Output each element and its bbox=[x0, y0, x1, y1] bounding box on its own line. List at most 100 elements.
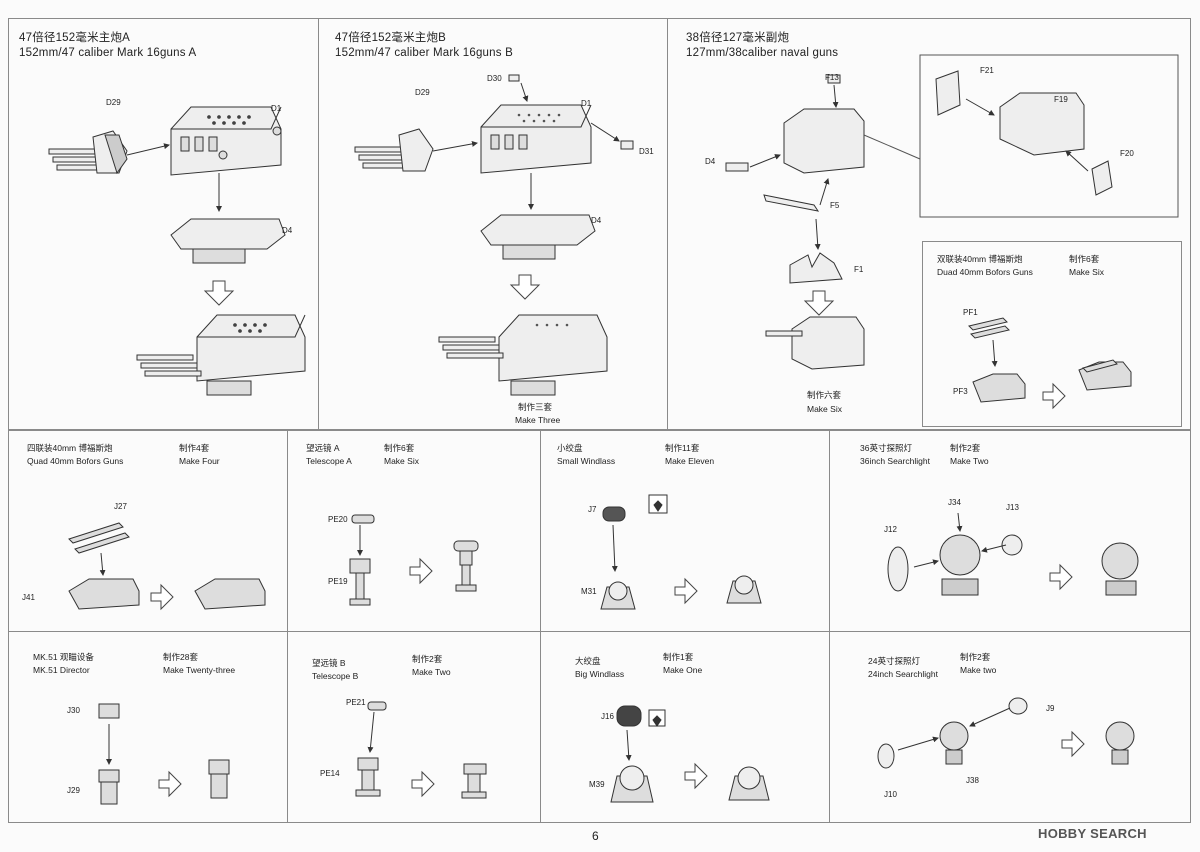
panel-quad-bofors: 四联装40mm 博福斯炮 Quad 40mm Bofors Guns 制作4套 … bbox=[8, 430, 288, 632]
panel-title-en: 127mm/38caliber naval guns bbox=[686, 47, 839, 59]
panel-title-cn: 36英寸探照灯 bbox=[860, 443, 912, 453]
quantity-cn: 制作6套 bbox=[1069, 254, 1100, 264]
part-label-j16: J16 bbox=[601, 712, 614, 721]
mk51-director-diagram bbox=[98, 703, 230, 805]
quantity-cn: 制作1套 bbox=[663, 652, 694, 662]
part-label-d1: D1 bbox=[271, 104, 282, 113]
24inch-searchlight-diagram bbox=[877, 697, 1135, 769]
duad-bofors-diagram bbox=[968, 317, 1132, 410]
quantity-cn: 制作2套 bbox=[960, 652, 991, 662]
panel-telescope-b: 望远镜 B Telescope B 制作2套 Make Two PE21 PE1… bbox=[287, 631, 541, 823]
part-label-pe14: PE14 bbox=[320, 769, 340, 778]
panel-title-en: Telescope B bbox=[312, 671, 359, 681]
part-label-f19: F19 bbox=[1054, 95, 1068, 104]
panel-duad-bofors: 双联装40mm 博福斯炮 Duad 40mm Bofors Guns 制作6套 … bbox=[922, 241, 1182, 427]
quantity-cn: 制作11套 bbox=[665, 443, 700, 453]
part-label-pe20: PE20 bbox=[328, 515, 348, 524]
quantity-en: Make Two bbox=[950, 456, 989, 466]
panel-small-windlass: 小绞盘 Small Windlass 制作11套 Make Eleven J7 … bbox=[540, 430, 830, 632]
panel-title-cn: 望远镜 A bbox=[306, 443, 340, 453]
panel-title-cn: 大绞盘 bbox=[575, 656, 601, 666]
panel-title-cn: 小绞盘 bbox=[557, 443, 583, 453]
panel-title-en: Quad 40mm Bofors Guns bbox=[27, 456, 124, 466]
panel-title-en: Big Windlass bbox=[575, 669, 625, 679]
quantity-cn: 制作4套 bbox=[179, 443, 210, 453]
part-label-j30: J30 bbox=[67, 706, 80, 715]
part-label-j12: J12 bbox=[884, 525, 897, 534]
part-label-m39: M39 bbox=[589, 780, 605, 789]
part-label-j9: J9 bbox=[1046, 704, 1055, 713]
part-label-j10: J10 bbox=[884, 790, 897, 799]
naval-gun-assembly-diagram bbox=[725, 54, 1179, 370]
small-windlass-diagram bbox=[600, 494, 762, 610]
part-label-f1: F1 bbox=[854, 265, 864, 274]
panel-title-cn: 47倍径152毫米主炮A bbox=[19, 32, 131, 44]
quantity-en: Make Six bbox=[1069, 267, 1104, 277]
part-label-j34: J34 bbox=[948, 498, 961, 507]
part-label-f5: F5 bbox=[830, 201, 840, 210]
watermark: HOBBY SEARCH bbox=[1038, 826, 1147, 841]
quantity-en: Make One bbox=[663, 665, 703, 675]
panel-title-cn: 望远镜 B bbox=[312, 658, 346, 668]
panel-title-cn: 38倍径127毫米副炮 bbox=[686, 32, 790, 44]
part-label-j41: J41 bbox=[22, 593, 35, 602]
telescope-a-diagram bbox=[349, 514, 479, 606]
part-label-d4: D4 bbox=[705, 157, 716, 166]
panel-title-en: Telescope A bbox=[306, 456, 352, 466]
panel-title-en: 152mm/47 caliber Mark 16guns B bbox=[335, 47, 513, 59]
quantity-en: Make Two bbox=[412, 667, 451, 677]
quantity-cn: 制作6套 bbox=[384, 443, 415, 453]
panel-title-en: Duad 40mm Bofors Guns bbox=[937, 267, 1033, 277]
page-number: 6 bbox=[592, 829, 599, 843]
quantity-cn: 制作2套 bbox=[950, 443, 981, 453]
part-label-f13: F13 bbox=[825, 73, 839, 82]
part-label-pe19: PE19 bbox=[328, 577, 348, 586]
36inch-searchlight-diagram bbox=[887, 512, 1139, 596]
panel-title-en: Small Windlass bbox=[557, 456, 616, 466]
quantity-cn: 制作三套 bbox=[518, 402, 553, 412]
part-label-j13: J13 bbox=[1006, 503, 1019, 512]
part-label-d4: D4 bbox=[591, 216, 602, 225]
quantity-en: Make two bbox=[960, 665, 997, 675]
part-label-d1: D1 bbox=[581, 99, 592, 108]
part-label-d4: D4 bbox=[282, 226, 293, 235]
panel-mk51-director: MK.51 观瞄设备 MK.51 Director 制作28套 Make Twe… bbox=[8, 631, 288, 823]
panel-24inch-searchlight: 24英寸探照灯 24inch Searchlight 制作2套 Make two… bbox=[829, 631, 1191, 823]
part-label-j27: J27 bbox=[114, 502, 127, 511]
panel-152mm-gun-b: 47倍径152毫米主炮B 152mm/47 caliber Mark 16gun… bbox=[318, 18, 668, 430]
part-label-d31: D31 bbox=[639, 147, 654, 156]
gun-b-assembly-diagram bbox=[354, 74, 634, 396]
part-label-f20: F20 bbox=[1120, 149, 1134, 158]
panel-title-cn: 双联装40mm 博福斯炮 bbox=[937, 254, 1023, 264]
gun-a-assembly-diagram bbox=[48, 106, 306, 396]
part-label-d29: D29 bbox=[415, 88, 430, 97]
panel-title-cn: 24英寸探照灯 bbox=[868, 656, 920, 666]
panel-127mm-naval-guns: 38倍径127毫米副炮 127mm/38caliber naval guns bbox=[667, 18, 1191, 430]
quad-bofors-diagram bbox=[68, 522, 266, 611]
part-label-d29: D29 bbox=[106, 98, 121, 107]
quantity-cn: 制作2套 bbox=[412, 654, 443, 664]
quantity-en: Make Eleven bbox=[665, 456, 715, 466]
part-label-j38: J38 bbox=[966, 776, 979, 785]
panel-title-en: 152mm/47 caliber Mark 16guns A bbox=[19, 47, 197, 59]
panel-title-en: 36inch Searchlight bbox=[860, 456, 930, 466]
part-label-m31: M31 bbox=[581, 587, 597, 596]
panel-title-cn: 四联装40mm 博福斯炮 bbox=[27, 443, 113, 453]
telescope-b-diagram bbox=[355, 701, 487, 799]
part-label-f21: F21 bbox=[980, 66, 994, 75]
big-windlass-diagram bbox=[610, 705, 770, 803]
panel-title-cn: 47倍径152毫米主炮B bbox=[335, 32, 447, 44]
panel-36inch-searchlight: 36英寸探照灯 36inch Searchlight 制作2套 Make Two… bbox=[829, 430, 1191, 632]
quantity-en: Make Four bbox=[179, 456, 220, 466]
quantity-cn: 制作六套 bbox=[807, 390, 842, 400]
panel-big-windlass: 大绞盘 Big Windlass 制作1套 Make One J16 M39 bbox=[540, 631, 830, 823]
quantity-en: Make Three bbox=[515, 415, 561, 425]
panel-telescope-a: 望远镜 A Telescope A 制作6套 Make Six PE20 PE1… bbox=[287, 430, 541, 632]
part-label-pf3: PF3 bbox=[953, 387, 968, 396]
quantity-en: Make Six bbox=[384, 456, 419, 466]
quantity-cn: 制作28套 bbox=[163, 652, 198, 662]
panel-title-cn: MK.51 观瞄设备 bbox=[33, 652, 94, 662]
panel-title-en: MK.51 Director bbox=[33, 665, 90, 675]
quantity-en: Make Twenty-three bbox=[163, 665, 236, 675]
panel-title-en: 24inch Searchlight bbox=[868, 669, 938, 679]
